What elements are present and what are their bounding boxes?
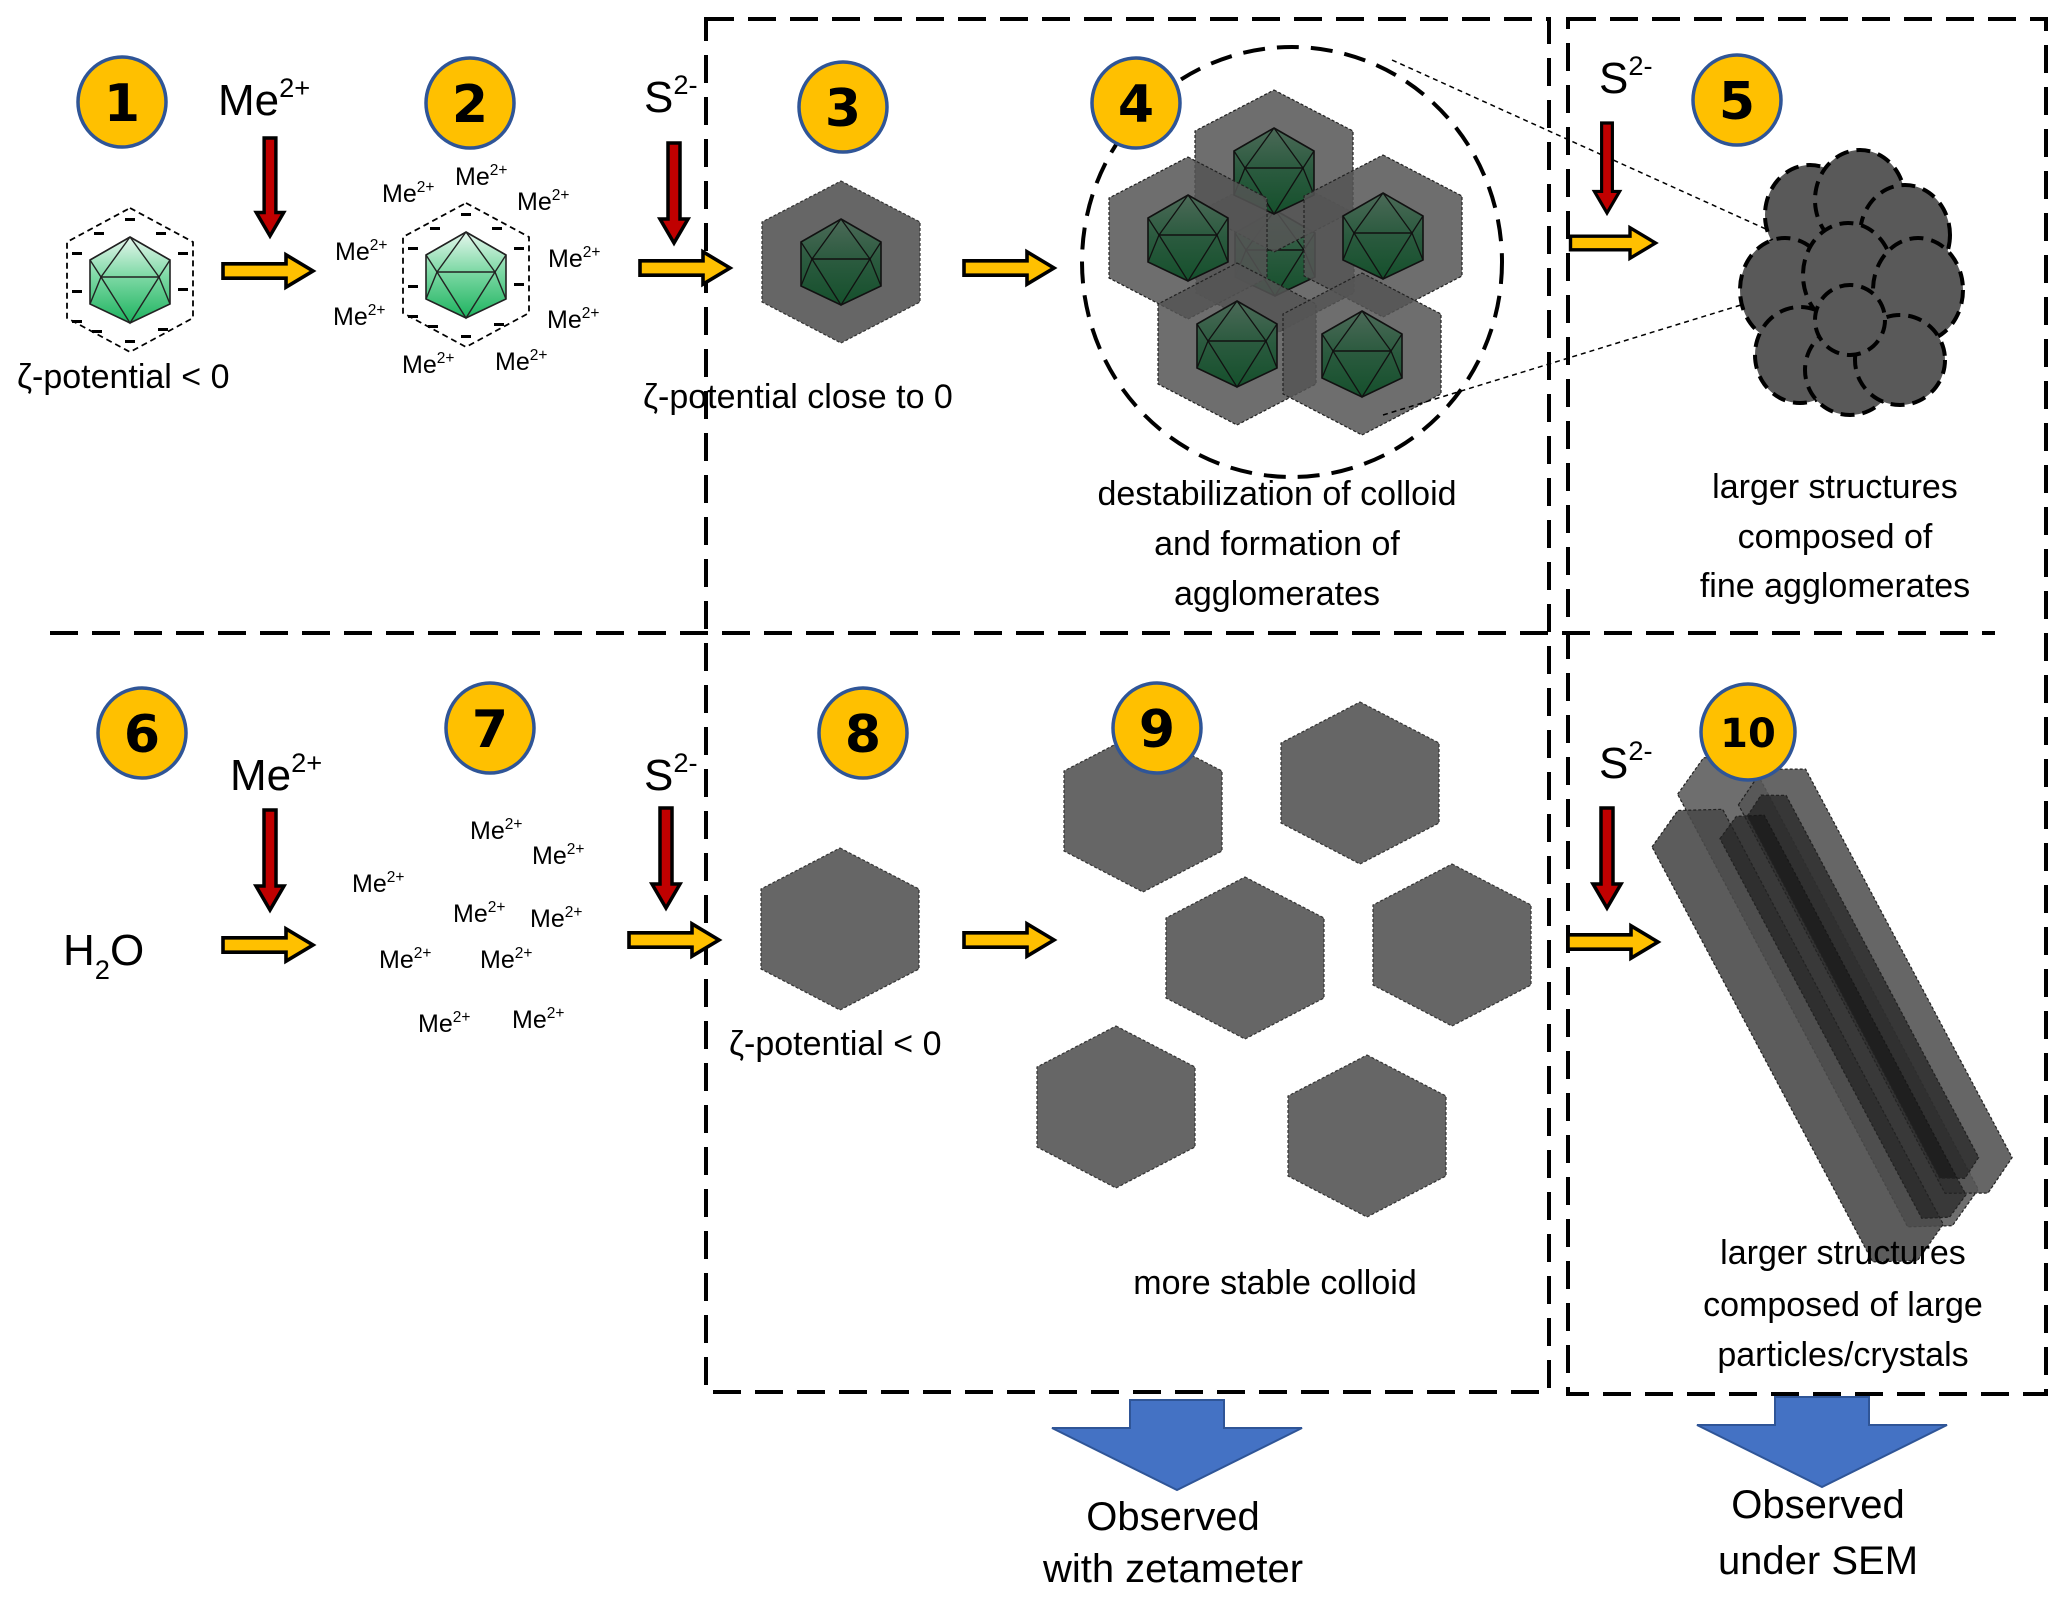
step-number: 6 [124, 705, 160, 765]
step4-caption-line: and formation of [1154, 525, 1400, 563]
step5-caption-line: larger structures [1712, 468, 1958, 506]
step4-caption-line: destabilization of colloid [1097, 475, 1456, 513]
step-number: 4 [1118, 75, 1154, 135]
zetameter-label-line: Observed [1086, 1495, 1259, 1539]
reagent-s-label: S2- [1599, 50, 1653, 103]
me-ion: Me2+ [382, 179, 434, 208]
water-label: H2O [63, 926, 144, 985]
step3-zeta-label: ζ-potential close to 0 [643, 378, 953, 416]
zoom-guide-line [1382, 296, 1768, 416]
me-ion: Me2+ [512, 1005, 564, 1034]
zetameter-label-line: with zetameter [1042, 1547, 1303, 1591]
me-ion: Me2+ [453, 899, 505, 928]
observation-arrow-icon [1696, 1396, 1948, 1488]
reagent-me-label: Me2+ [230, 747, 322, 800]
process-arrow-icon [1566, 923, 1660, 961]
zoom-guide-line [1391, 59, 1769, 231]
step-badge-2: 2 [424, 56, 516, 150]
agglomerate-icon [1108, 89, 1463, 436]
step-badge-4: 4 [1090, 56, 1182, 150]
stable-colloid-icon [1036, 701, 1532, 1218]
step-badge-8: 8 [817, 686, 909, 780]
sem-label-line: under SEM [1718, 1539, 1918, 1583]
step4-caption-line: agglomerates [1174, 575, 1380, 613]
me-ion: Me2+ [333, 302, 385, 331]
step10-caption-line: composed of large [1703, 1286, 1983, 1324]
free-ions: Me2+ Me2+ Me2+ Me2+ Me2+ Me2+ Me2+ Me2+ … [352, 816, 584, 1038]
reagent-s-label: S2- [1599, 735, 1653, 788]
adsorbed-ions: Me2+ Me2+ Me2+ Me2+ Me2+ Me2+ Me2+ Me2+ … [333, 162, 600, 379]
me-ion: Me2+ [530, 904, 582, 933]
me-ion: Me2+ [495, 347, 547, 376]
process-arrow-icon [962, 249, 1056, 287]
me-ion: Me2+ [352, 869, 404, 898]
step-number: 2 [452, 75, 488, 135]
reagent-s-label: S2- [644, 747, 698, 800]
me-ion: Me2+ [418, 1009, 470, 1038]
me-ion: Me2+ [480, 945, 532, 974]
me-ion: Me2+ [335, 237, 387, 266]
step1-zeta-label: ζ-potential < 0 [17, 358, 230, 396]
step-badge-7: 7 [444, 681, 536, 775]
step-badge-3: 3 [797, 60, 889, 154]
step-badge-6: 6 [96, 686, 188, 780]
process-arrow-icon [962, 921, 1056, 959]
reagent-arrow-icon [658, 141, 690, 245]
sem-label-line: Observed [1731, 1483, 1904, 1527]
process-arrow-icon [1568, 225, 1658, 261]
step-badge-9: 9 [1111, 681, 1203, 775]
step9-caption: more stable colloid [1133, 1264, 1416, 1302]
charged-particle-icon [402, 202, 530, 348]
reagent-arrow-icon [254, 136, 286, 238]
me-ion: Me2+ [532, 841, 584, 870]
step5-caption-line: composed of [1738, 518, 1933, 556]
crystal-bundle-icon [1651, 756, 2013, 1263]
step5-caption-line: fine agglomerates [1700, 567, 1970, 605]
me-ion: Me2+ [470, 816, 522, 845]
reagent-arrow-icon [1591, 806, 1623, 910]
reagent-s-label: S2- [644, 69, 698, 122]
step-number: 9 [1139, 700, 1175, 760]
observation-arrow-icon [1051, 1399, 1303, 1491]
step8-zeta-label: ζ-potential < 0 [729, 1025, 942, 1063]
me-ion: Me2+ [547, 305, 599, 334]
me-ion: Me2+ [402, 350, 454, 379]
process-arrow-icon [221, 252, 315, 290]
step-number: 5 [1719, 72, 1755, 132]
step-badge-1: 1 [76, 55, 168, 149]
coated-particle-icon [761, 180, 921, 344]
process-arrow-icon [221, 926, 315, 964]
step10-caption-line: particles/crystals [1717, 1336, 1968, 1374]
reagent-arrow-icon [254, 808, 286, 912]
particle-icon [760, 847, 920, 1011]
step-number: 1 [104, 74, 140, 134]
step-number: 3 [825, 79, 861, 139]
reagent-me-label: Me2+ [218, 72, 310, 125]
step10-caption-line: larger structures [1720, 1234, 1966, 1272]
me-ion: Me2+ [455, 162, 507, 191]
step-number: 7 [472, 700, 508, 760]
step-badge-10: 10 [1699, 682, 1797, 782]
me-ion: Me2+ [548, 244, 600, 273]
fine-agglomerate-cluster-icon [1738, 148, 1965, 417]
process-arrow-icon [638, 249, 732, 287]
me-ion: Me2+ [517, 187, 569, 216]
agglomerate-zoom-circle [1080, 45, 1504, 479]
reagent-arrow-icon [650, 806, 682, 910]
step-badge-5: 5 [1691, 53, 1783, 147]
me-ion: Me2+ [379, 945, 431, 974]
zetameter-observation-box [704, 17, 1551, 1394]
reagent-arrow-icon [1592, 121, 1622, 215]
charged-particle-icon [66, 207, 194, 353]
step-number: 8 [845, 705, 881, 765]
step-number: 10 [1720, 711, 1776, 757]
